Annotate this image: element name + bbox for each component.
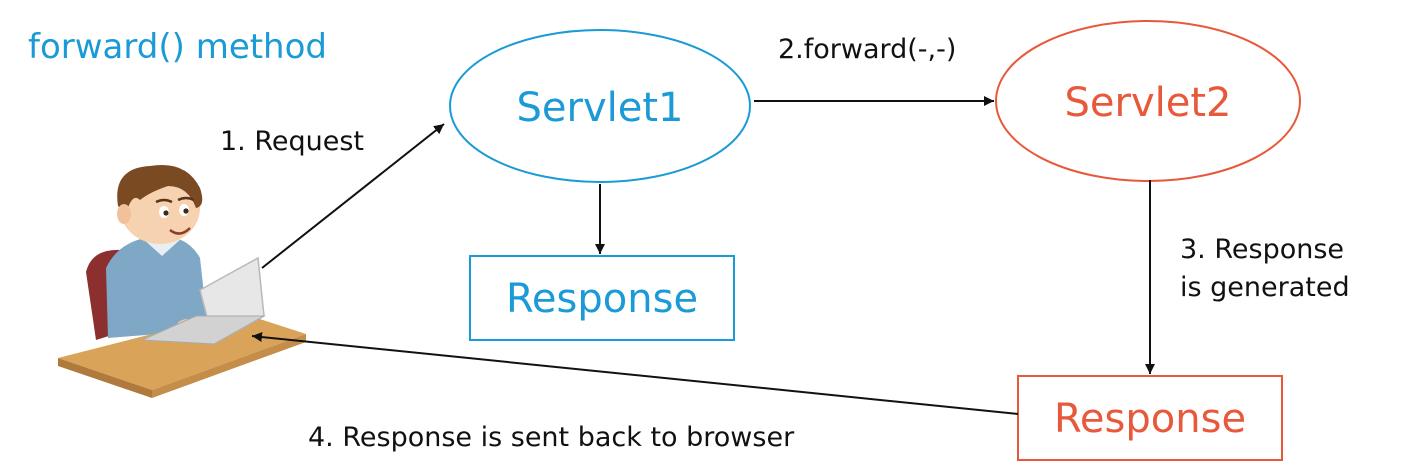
forward-label: 2.forward(-,-) [778, 34, 956, 65]
sent-back-label: 4. Response is sent back to browser [308, 422, 795, 453]
response1-label: Response [506, 276, 698, 322]
user-at-laptop-icon [58, 164, 306, 398]
diagram-title: forward() method [28, 27, 327, 67]
request-label: 1. Request [220, 126, 364, 157]
servlet2-label: Servlet2 [1065, 80, 1232, 126]
request-arrow [261, 123, 445, 269]
sent-back-arrow [251, 332, 1019, 415]
response2-box [1017, 375, 1283, 461]
servlet1-node [449, 29, 751, 183]
servlet2-node [995, 20, 1301, 182]
response1-box [469, 255, 735, 341]
generated-label-line1: 3. Response [1180, 234, 1344, 265]
response2-label: Response [1054, 396, 1246, 442]
generated-label-line2: is generated [1180, 272, 1350, 303]
servlet1-label: Servlet1 [517, 85, 684, 131]
